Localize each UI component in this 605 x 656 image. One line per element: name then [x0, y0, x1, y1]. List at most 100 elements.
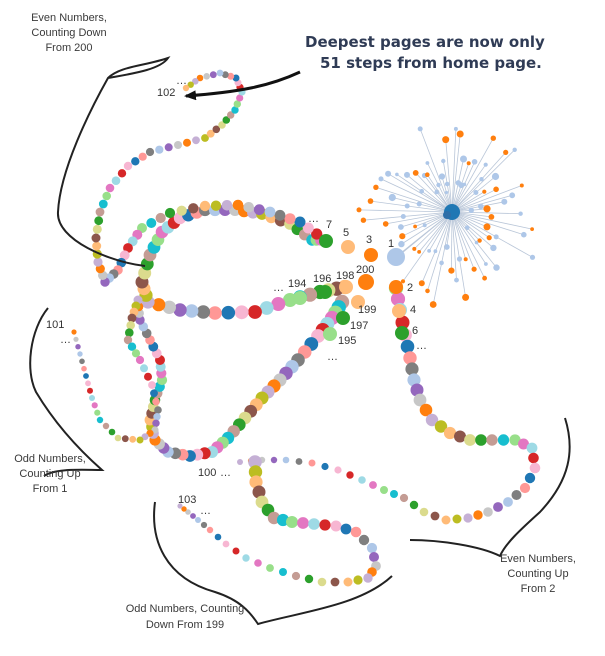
- hub-mid-node: [436, 182, 441, 188]
- hub-leaf-node: [441, 158, 446, 164]
- odd-up-node: [129, 435, 137, 443]
- odd-down-node: [340, 523, 352, 535]
- even-down-node: [131, 157, 140, 166]
- hub-link: [451, 133, 461, 213]
- odd-up-node: [144, 372, 152, 381]
- hub-link: [375, 186, 453, 213]
- node-label-103: 103: [178, 494, 196, 506]
- even-up-node: [518, 438, 529, 450]
- hub-leaf-node: [462, 293, 470, 301]
- even-down-node: [221, 200, 233, 211]
- even-up-node: [452, 514, 462, 524]
- even-down-node: [182, 84, 190, 92]
- even-down-node: [123, 243, 133, 253]
- hub-leaf-node: [360, 217, 367, 223]
- node-label-100: 100: [198, 467, 216, 479]
- hub-link: [401, 211, 453, 245]
- odd-down-node: [308, 518, 320, 530]
- hub-leaf-node: [521, 231, 527, 238]
- label-odd-up-2: Counting Up: [19, 468, 80, 480]
- odd-down-node: [190, 513, 196, 519]
- even-down-node: [117, 169, 127, 178]
- odd-up-node: [131, 349, 141, 358]
- hub-link: [451, 211, 533, 230]
- node-chains: [71, 69, 541, 587]
- even-down-node: [138, 152, 147, 161]
- odd-down-node: [242, 554, 250, 562]
- odd-down-node: [350, 526, 362, 538]
- even-down-node: [208, 306, 222, 320]
- even-down-node: [311, 228, 323, 240]
- odd-down-node: [214, 533, 222, 541]
- even-up-node: [524, 472, 536, 484]
- ellipsis-103: …: [200, 505, 211, 517]
- even-down-node: [95, 207, 105, 217]
- hub-link: [396, 174, 453, 213]
- odd-down-node: [248, 455, 262, 469]
- even-up-node: [237, 459, 243, 465]
- odd-down-node: [185, 509, 191, 515]
- even-up-node: [395, 315, 410, 330]
- odd-up-node: [123, 335, 133, 345]
- hub-leaf-node: [488, 214, 495, 220]
- label-even-up-2: Counting Up: [507, 568, 568, 580]
- hub-link: [451, 211, 494, 249]
- odd-up-node: [102, 422, 110, 430]
- label-odd-up-1: Odd Numbers,: [14, 453, 86, 465]
- even-up-node: [434, 420, 448, 433]
- even-up-node: [282, 456, 290, 464]
- even-down-node: [187, 81, 194, 88]
- hub-mid-node: [400, 214, 406, 219]
- hub-link: [451, 211, 453, 271]
- hub-leaf-node: [503, 149, 509, 155]
- odd-down-node: [366, 542, 378, 554]
- node-label-5: 5: [343, 227, 349, 239]
- odd-down-node: [252, 485, 266, 499]
- hub-link: [451, 211, 521, 215]
- even-up-node: [419, 403, 433, 417]
- hub-leaf-node: [486, 235, 492, 241]
- odd-down-node: [330, 520, 342, 532]
- hub-leaf-node: [530, 227, 534, 232]
- even-down-node: [284, 213, 296, 225]
- hub-link: [451, 211, 475, 270]
- even-down-node: [294, 216, 306, 228]
- even-up-node: [425, 413, 439, 427]
- even-down-node: [236, 94, 244, 102]
- odd-up-node: [125, 328, 134, 338]
- even-up-node: [405, 362, 419, 376]
- hub-leaf-node: [425, 172, 430, 177]
- node-label-101: 101: [46, 319, 64, 331]
- even-up-node: [503, 497, 513, 507]
- node-label-4: 4: [410, 304, 416, 316]
- node-label-198: 198: [336, 270, 354, 282]
- node-label-6: 6: [412, 325, 418, 337]
- odd-up-node: [77, 351, 83, 357]
- hub-link: [451, 211, 497, 268]
- even-down-node: [152, 298, 166, 312]
- odd-down-node: [276, 513, 290, 527]
- odd-up-node: [89, 395, 95, 401]
- odd-up-node: [150, 389, 158, 398]
- hub-mid-node: [422, 223, 427, 228]
- hub-link: [445, 139, 453, 213]
- even-down-node: [248, 305, 262, 319]
- hub-link: [451, 211, 485, 279]
- label-even-up-1: Even Numbers,: [500, 553, 576, 565]
- hub-leaf-node: [429, 301, 437, 308]
- even-down-node: [216, 69, 224, 77]
- even-down-node: [259, 301, 274, 315]
- node-1: [387, 248, 405, 266]
- even-down-node: [155, 212, 166, 224]
- node-label-102: 102: [157, 87, 175, 99]
- node-4: [392, 304, 406, 318]
- even-up-node: [399, 493, 409, 503]
- hub-leaf-node: [484, 262, 488, 266]
- hub-leaf-node: [400, 279, 406, 284]
- hub-leaf-node: [453, 126, 458, 131]
- hub-leaf-node: [482, 189, 487, 194]
- odd-down-node: [317, 577, 327, 587]
- even-up-node: [475, 434, 487, 446]
- even-up-node: [430, 511, 440, 521]
